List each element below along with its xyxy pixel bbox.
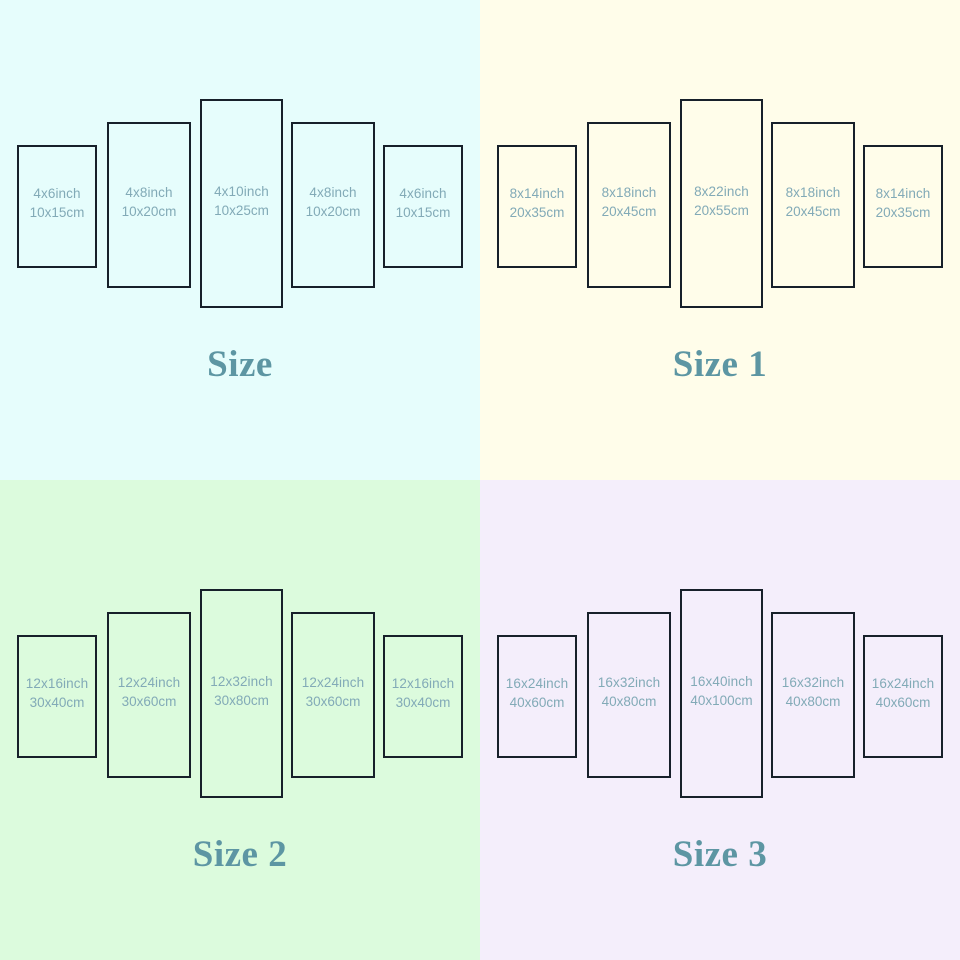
panel-label: 4x8inch 10x20cm (293, 184, 373, 221)
size-option-size: 4x6inch 10x15cm 4x8inch 10x20cm 4x10inch… (0, 0, 480, 480)
panel-size-cm: 30x40cm (395, 694, 451, 710)
panel-size-cm: 20x55cm (694, 202, 749, 218)
panel-size-inch: 8x14inch (875, 186, 931, 201)
panel-label: 16x24inch 40x60cm (499, 675, 575, 712)
panel-size-cm: 30x80cm (214, 692, 269, 708)
panel-label: 4x10inch 10x25cm (202, 183, 281, 220)
canvas-panel-4: 4x8inch 10x20cm (291, 122, 375, 288)
size-option-title: Size 2 (192, 834, 288, 875)
size-option-title: Size 1 (672, 344, 768, 385)
panel-size-cm: 10x20cm (305, 203, 361, 219)
canvas-panel-5: 8x14inch 20x35cm (863, 145, 943, 268)
panel-label: 16x40inch 40x100cm (682, 673, 761, 710)
panel-label: 8x18inch 20x45cm (589, 184, 669, 221)
canvas-panel-3: 4x10inch 10x25cm (200, 99, 283, 308)
panel-size-inch: 12x32inch (210, 674, 273, 689)
canvas-panel-5: 12x16inch 30x40cm (383, 635, 463, 758)
canvas-panel-1: 12x16inch 30x40cm (17, 635, 97, 758)
panel-size-cm: 30x60cm (121, 693, 177, 709)
size-option-size-1: 8x14inch 20x35cm 8x18inch 20x45cm 8x22in… (480, 0, 960, 480)
panel-size-inch: 16x32inch (781, 675, 845, 690)
panel-group: 12x16inch 30x40cm 12x24inch 30x60cm 12x3… (0, 490, 480, 820)
panel-size-inch: 8x14inch (509, 186, 565, 201)
panel-label: 12x24inch 30x60cm (109, 674, 189, 711)
canvas-panel-3: 16x40inch 40x100cm (680, 589, 763, 798)
panel-size-inch: 16x24inch (505, 676, 569, 691)
panel-label: 16x32inch 40x80cm (589, 674, 669, 711)
panel-size-inch: 12x16inch (391, 676, 455, 691)
panel-size-cm: 40x80cm (785, 693, 841, 709)
panel-size-inch: 16x24inch (871, 676, 935, 691)
panel-size-inch: 8x22inch (694, 184, 749, 199)
canvas-panel-1: 4x6inch 10x15cm (17, 145, 97, 268)
panel-size-inch: 4x8inch (309, 185, 357, 200)
canvas-panel-4: 8x18inch 20x45cm (771, 122, 855, 288)
panel-size-cm: 40x100cm (690, 692, 753, 708)
panel-size-cm: 10x20cm (121, 203, 177, 219)
canvas-panel-4: 12x24inch 30x60cm (291, 612, 375, 778)
canvas-panel-3: 12x32inch 30x80cm (200, 589, 283, 798)
panel-size-inch: 4x8inch (125, 185, 173, 200)
panel-size-cm: 30x40cm (29, 694, 85, 710)
size-option-title: Size (207, 344, 273, 385)
panel-size-inch: 12x24inch (301, 675, 365, 690)
panel-size-cm: 10x15cm (29, 204, 85, 220)
canvas-panel-2: 12x24inch 30x60cm (107, 612, 191, 778)
canvas-panel-2: 16x32inch 40x80cm (587, 612, 671, 778)
panel-label: 12x24inch 30x60cm (293, 674, 373, 711)
size-option-title: Size 3 (672, 834, 768, 875)
panel-size-inch: 8x18inch (601, 185, 657, 200)
panel-size-cm: 30x60cm (305, 693, 361, 709)
canvas-panel-2: 4x8inch 10x20cm (107, 122, 191, 288)
panel-label: 4x6inch 10x15cm (19, 185, 95, 222)
panel-label: 12x16inch 30x40cm (385, 675, 461, 712)
canvas-panel-5: 4x6inch 10x15cm (383, 145, 463, 268)
panel-size-inch: 12x24inch (117, 675, 181, 690)
panel-label: 8x14inch 20x35cm (499, 185, 575, 222)
canvas-panel-3: 8x22inch 20x55cm (680, 99, 763, 308)
panel-group: 8x14inch 20x35cm 8x18inch 20x45cm 8x22in… (480, 0, 960, 330)
panel-size-cm: 10x25cm (214, 202, 269, 218)
panel-label: 16x32inch 40x80cm (773, 674, 853, 711)
panel-size-inch: 12x16inch (25, 676, 89, 691)
panel-label: 12x16inch 30x40cm (19, 675, 95, 712)
panel-size-cm: 40x80cm (601, 693, 657, 709)
panel-label: 8x14inch 20x35cm (865, 185, 941, 222)
panel-group: 16x24inch 40x60cm 16x32inch 40x80cm 16x4… (480, 490, 960, 820)
panel-size-inch: 4x6inch (33, 186, 81, 201)
canvas-panel-1: 8x14inch 20x35cm (497, 145, 577, 268)
panel-size-cm: 20x45cm (601, 203, 657, 219)
panel-size-inch: 4x6inch (399, 186, 447, 201)
panel-label: 4x8inch 10x20cm (109, 184, 189, 221)
panel-size-cm: 20x35cm (509, 204, 565, 220)
panel-label: 4x6inch 10x15cm (385, 185, 461, 222)
panel-group: 4x6inch 10x15cm 4x8inch 10x20cm 4x10inch… (0, 0, 480, 330)
panel-size-cm: 20x45cm (785, 203, 841, 219)
panel-size-inch: 8x18inch (785, 185, 841, 200)
panel-label: 16x24inch 40x60cm (865, 675, 941, 712)
panel-size-inch: 4x10inch (214, 184, 269, 199)
panel-size-inch: 16x32inch (597, 675, 661, 690)
panel-label: 8x22inch 20x55cm (682, 183, 761, 220)
canvas-panel-2: 8x18inch 20x45cm (587, 122, 671, 288)
panel-size-cm: 10x15cm (395, 204, 451, 220)
size-option-size-3: 16x24inch 40x60cm 16x32inch 40x80cm 16x4… (480, 480, 960, 960)
canvas-panel-5: 16x24inch 40x60cm (863, 635, 943, 758)
panel-label: 12x32inch 30x80cm (202, 673, 281, 710)
panel-size-inch: 16x40inch (690, 674, 753, 689)
panel-size-cm: 40x60cm (875, 694, 931, 710)
size-option-size-2: 12x16inch 30x40cm 12x24inch 30x60cm 12x3… (0, 480, 480, 960)
panel-label: 8x18inch 20x45cm (773, 184, 853, 221)
panel-size-cm: 40x60cm (509, 694, 565, 710)
panel-size-cm: 20x35cm (875, 204, 931, 220)
canvas-panel-1: 16x24inch 40x60cm (497, 635, 577, 758)
canvas-panel-4: 16x32inch 40x80cm (771, 612, 855, 778)
